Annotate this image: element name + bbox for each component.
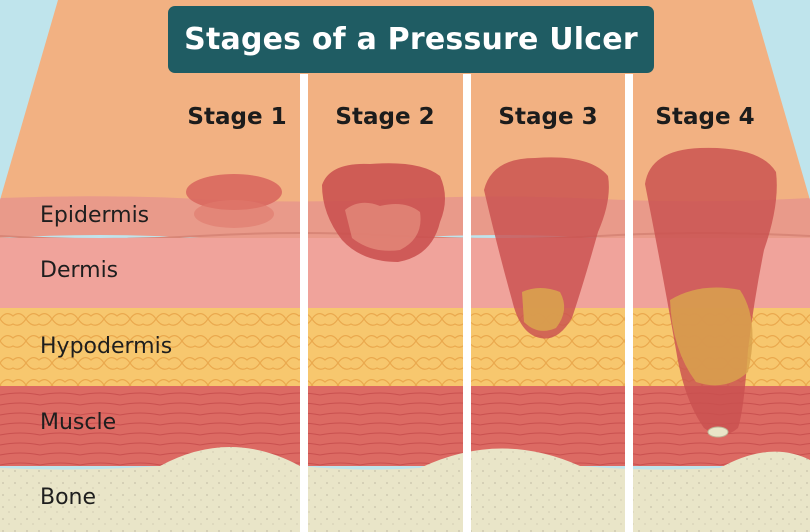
stage-4-label: Stage 4 (630, 104, 780, 130)
divider-1 (300, 74, 308, 532)
dermis-label: Dermis (40, 258, 118, 283)
stage-2-label: Stage 2 (310, 104, 460, 130)
muscle-label: Muscle (40, 410, 116, 435)
divider-3 (625, 74, 633, 532)
divider-2 (463, 74, 471, 532)
hypodermis-label: Hypodermis (40, 334, 172, 359)
bone-label: Bone (40, 485, 96, 510)
stage-1-label: Stage 1 (162, 104, 312, 130)
stage-3-label: Stage 3 (473, 104, 623, 130)
title-banner: Stages of a Pressure Ulcer (168, 6, 654, 73)
epidermis-label: Epidermis (40, 203, 149, 228)
diagram-title: Stages of a Pressure Ulcer (184, 22, 638, 57)
